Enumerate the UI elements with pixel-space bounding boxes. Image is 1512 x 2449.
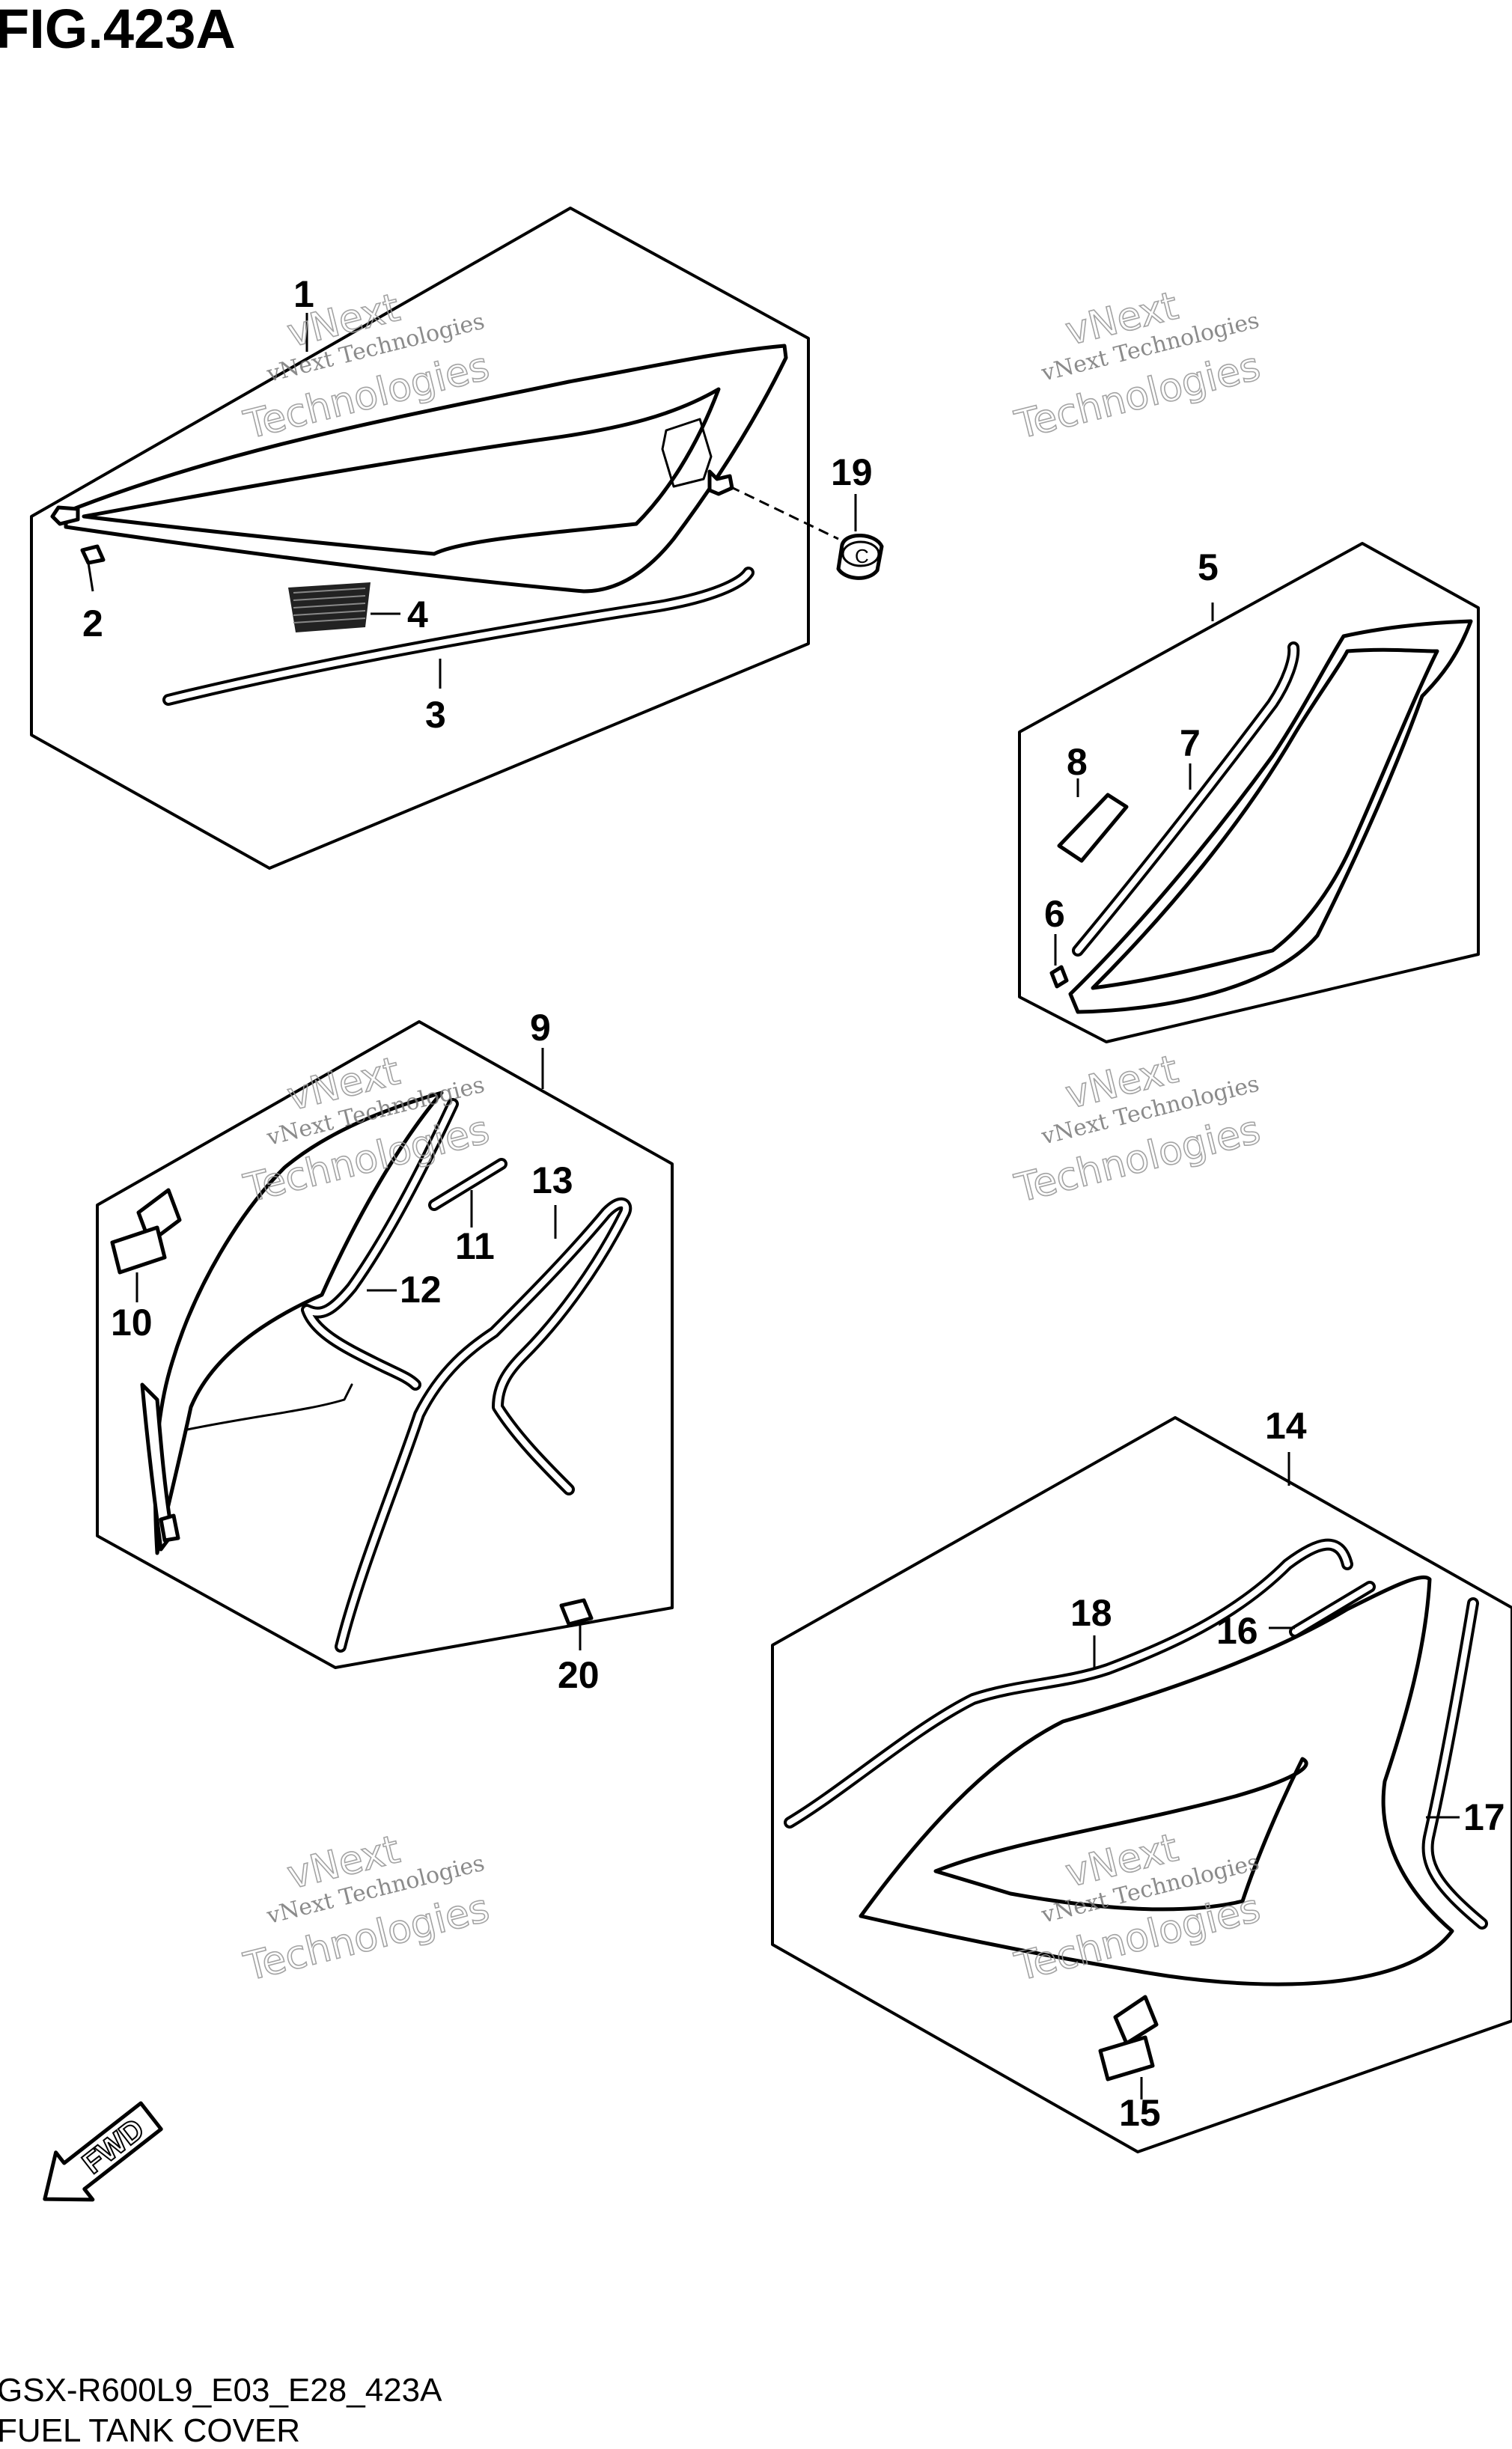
watermark-6: vNext Technologies Technologies vNext <box>1010 1825 1265 1991</box>
assembly-group-2: 5 7 8 6 <box>1018 542 1480 1043</box>
callout-8: 8 <box>1067 741 1088 783</box>
figure-title: FIG.423A <box>0 0 236 60</box>
assembly-group-1: C 1 2 3 4 19 <box>30 207 884 870</box>
pad-8 <box>1057 793 1129 863</box>
emblem-15 <box>1098 1995 1159 2082</box>
callout-4: 4 <box>407 594 428 635</box>
trim-strip-7 <box>1075 644 1297 954</box>
callout-13: 13 <box>531 1159 573 1201</box>
tank-cover-9 <box>153 1091 444 1555</box>
assembly-box-3 <box>96 1020 674 1669</box>
callout-5: 5 <box>1198 546 1219 588</box>
bracket <box>661 418 713 488</box>
cover-14-inner <box>933 1757 1308 1912</box>
clip-6 <box>1049 965 1069 989</box>
callout-18: 18 <box>1070 1592 1112 1634</box>
callout-20: 20 <box>558 1654 600 1696</box>
callout-2: 2 <box>82 603 103 644</box>
svg-text:C: C <box>855 545 869 567</box>
strip-11 <box>431 1161 504 1208</box>
clip-tab <box>50 505 80 526</box>
callout-12: 12 <box>400 1269 442 1311</box>
trim-strip-17 <box>1424 1600 1485 1927</box>
callout-3: 3 <box>425 694 446 736</box>
emblem-10 <box>110 1188 182 1275</box>
clip-9 <box>159 1513 180 1543</box>
side-panel-5-inner <box>1091 647 1439 990</box>
callout-16: 16 <box>1216 1610 1258 1652</box>
watermark-5: vNext Technologies Technologies vNext <box>239 1826 494 1990</box>
clip-20 <box>559 1598 594 1626</box>
watermark-4: vNext Technologies Technologies vNext <box>1010 1046 1265 1213</box>
assembly-group-3: 9 10 11 12 13 20 <box>96 1007 674 1696</box>
trim-strip-12 <box>304 1101 456 1388</box>
callout-14: 14 <box>1265 1405 1307 1447</box>
assembly-box-4 <box>771 1416 1512 2153</box>
tank-cover-1-inner <box>82 387 721 556</box>
watermark-2: vNext Technologies Technologies vNext <box>1010 283 1265 449</box>
trim-strip-13 <box>338 1201 630 1650</box>
figure-caption: FUEL TANK COVER <box>0 2412 300 2449</box>
strip-16 <box>1292 1584 1373 1635</box>
grommet-19: C <box>836 534 884 580</box>
model-code: GSX-R600L9_E03_E28_423A <box>0 2372 442 2409</box>
callout-10: 10 <box>111 1302 153 1344</box>
callout-15: 15 <box>1119 2092 1161 2134</box>
trim-strip-18 <box>787 1541 1350 1826</box>
assembly-box-2 <box>1018 542 1480 1043</box>
bracket-9 <box>186 1383 353 1431</box>
callout-9: 9 <box>530 1007 551 1049</box>
callout-19: 19 <box>831 451 873 493</box>
callout-7: 7 <box>1180 722 1201 764</box>
assembly-box-1 <box>30 207 810 870</box>
assembly-group-4: 14 18 16 17 15 <box>771 1405 1512 2153</box>
fwd-arrow-icon: FWD <box>43 2101 163 2202</box>
callout-17: 17 <box>1463 1796 1505 1838</box>
callout-11: 11 <box>455 1225 495 1267</box>
callout-1: 1 <box>293 273 314 315</box>
clip-2 <box>80 544 106 565</box>
callout-6: 6 <box>1044 893 1065 935</box>
